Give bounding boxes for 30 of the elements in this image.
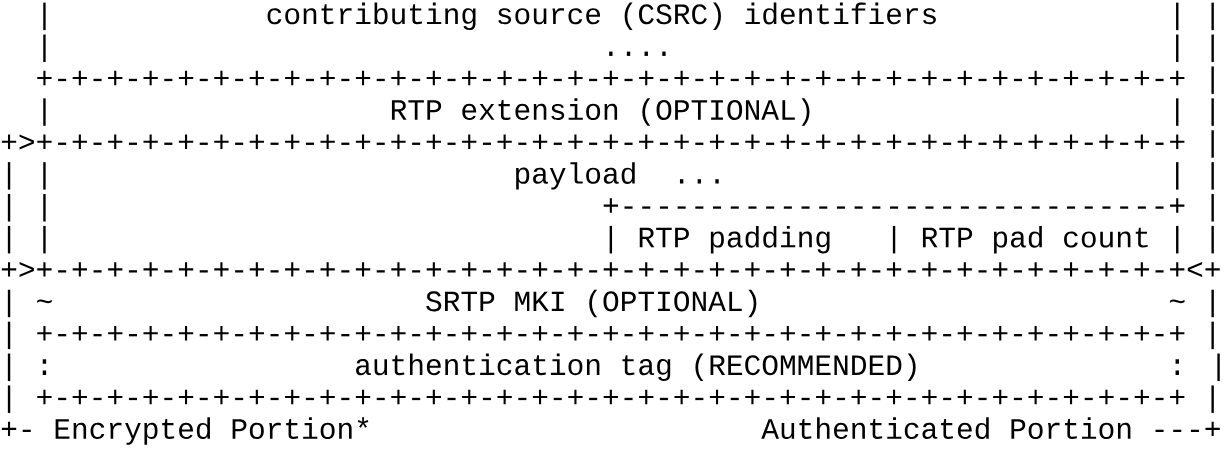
- diagram-text: | RTP padding: [609, 225, 830, 254]
- diagram-text: contributing source (CSRC) identifiers: [267, 2, 936, 31]
- diagram-text: +- Encrypted Portion*: [1, 417, 369, 445]
- diagram-text: +>+-+-+-+-+-+-+-+-+-+-+-+-+-+-+-+-+-+-+-+-+-+-+-+-+-+-+-+-+-+-+-+-+<+: [1, 262, 1220, 277]
- diagram-text: | |: [7, 225, 46, 254]
- diagram-text: |: [43, 34, 46, 62]
- diagram-text: | :: [7, 353, 47, 381]
- diagram-text: | |: [1176, 98, 1214, 126]
- diagram-text: | |: [1176, 162, 1214, 190]
- diagram-text: ~ |: [1169, 289, 1214, 318]
- diagram-text: +>+-+-+-+-+-+-+-+-+-+-+-+-+-+-+-+-+-+-+-+-+-+-+-+-+-+-+-+-+-+-+-+-+ |: [1, 130, 1214, 158]
- diagram-text: +-+-+-+-+-+-+-+-+-+-+-+-+-+-+-+-+-+-+-+-+-+-+-+-+-+-+-+-+-+-+-+-+ |: [37, 66, 1214, 94]
- diagram-text: authentication tag (RECOMMENDED): [356, 353, 916, 381]
- diagram-text: | +-+-+-+-+-+-+-+-+-+-+-+-+-+-+-+-+-+-+-+-+-+-+-+-+-+-+-+-+-+-+-+-+ |: [7, 385, 1214, 413]
- diagram-text: | ~: [7, 289, 52, 318]
- diagram-text: : |: [1175, 353, 1220, 381]
- diagram-text: | RTP pad count | |: [892, 225, 1214, 254]
- diagram-text: RTP extension (OPTIONAL): [391, 98, 810, 126]
- diagram-text: payload ...: [516, 162, 719, 190]
- diagram-text: SRTP MKI (OPTIONAL): [426, 289, 757, 318]
- diagram-text: | |: [7, 194, 46, 222]
- diagram-text: | |: [1176, 2, 1214, 31]
- diagram-text: |: [43, 2, 46, 31]
- diagram-text: | |: [1176, 34, 1214, 62]
- diagram-text: |: [43, 98, 46, 126]
- diagram-text: | +-+-+-+-+-+-+-+-+-+-+-+-+-+-+-+-+-+-+-+-+-+-+-+-+-+-+-+-+-+-+-+-+ |: [7, 321, 1214, 350]
- diagram-text: ....: [609, 51, 666, 56]
- diagram-text: +-------------------------------+ |: [603, 194, 1214, 222]
- diagram-text: Authenticated Portion ---+: [761, 417, 1220, 440]
- diagram-text: | |: [7, 162, 46, 190]
